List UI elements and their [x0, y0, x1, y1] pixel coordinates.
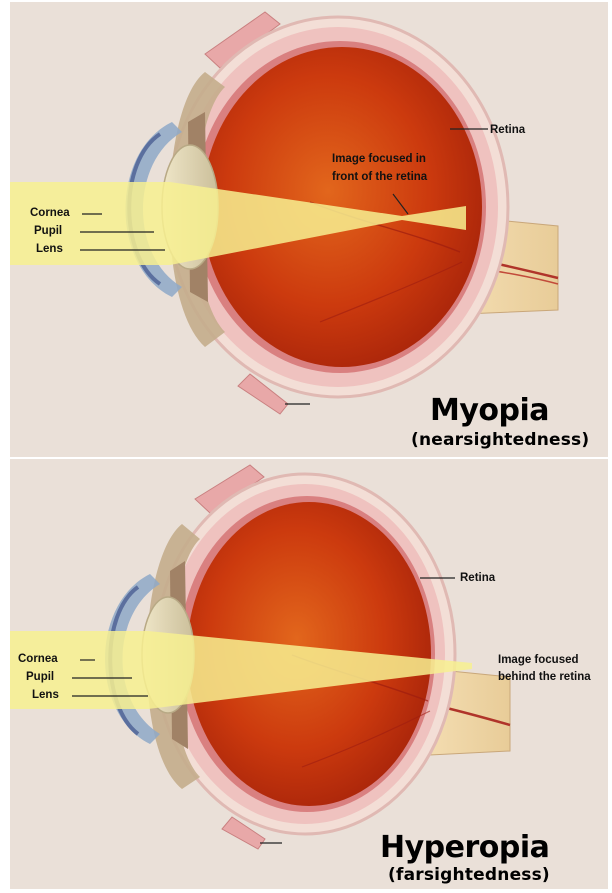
focus-label-line1: Image focused in — [332, 152, 426, 166]
lens-label: Lens — [32, 688, 59, 702]
cornea-label: Cornea — [18, 652, 58, 666]
myopia-subtitle: (nearsightedness) — [411, 430, 589, 450]
myopia-panel: Retina Image focused in front of the ret… — [10, 2, 608, 457]
focus-label-line2: behind the retina — [498, 670, 591, 684]
focus-label-line2: front of the retina — [332, 170, 427, 184]
focus-label-line1: Image focused — [498, 653, 579, 667]
pupil-label: Pupil — [34, 224, 62, 238]
hyperopia-subtitle: (farsightedness) — [388, 865, 550, 885]
hyperopia-panel: Retina Image focused behind the retina C… — [10, 459, 608, 889]
myopia-eye-illustration — [10, 2, 608, 457]
hyperopia-title: Hyperopia — [380, 831, 549, 865]
pupil-label: Pupil — [26, 670, 54, 684]
retina-label: Retina — [490, 123, 525, 137]
lens-label: Lens — [36, 242, 63, 256]
myopia-title: Myopia — [430, 394, 549, 428]
retina-label: Retina — [460, 571, 495, 585]
cornea-label: Cornea — [30, 206, 70, 220]
